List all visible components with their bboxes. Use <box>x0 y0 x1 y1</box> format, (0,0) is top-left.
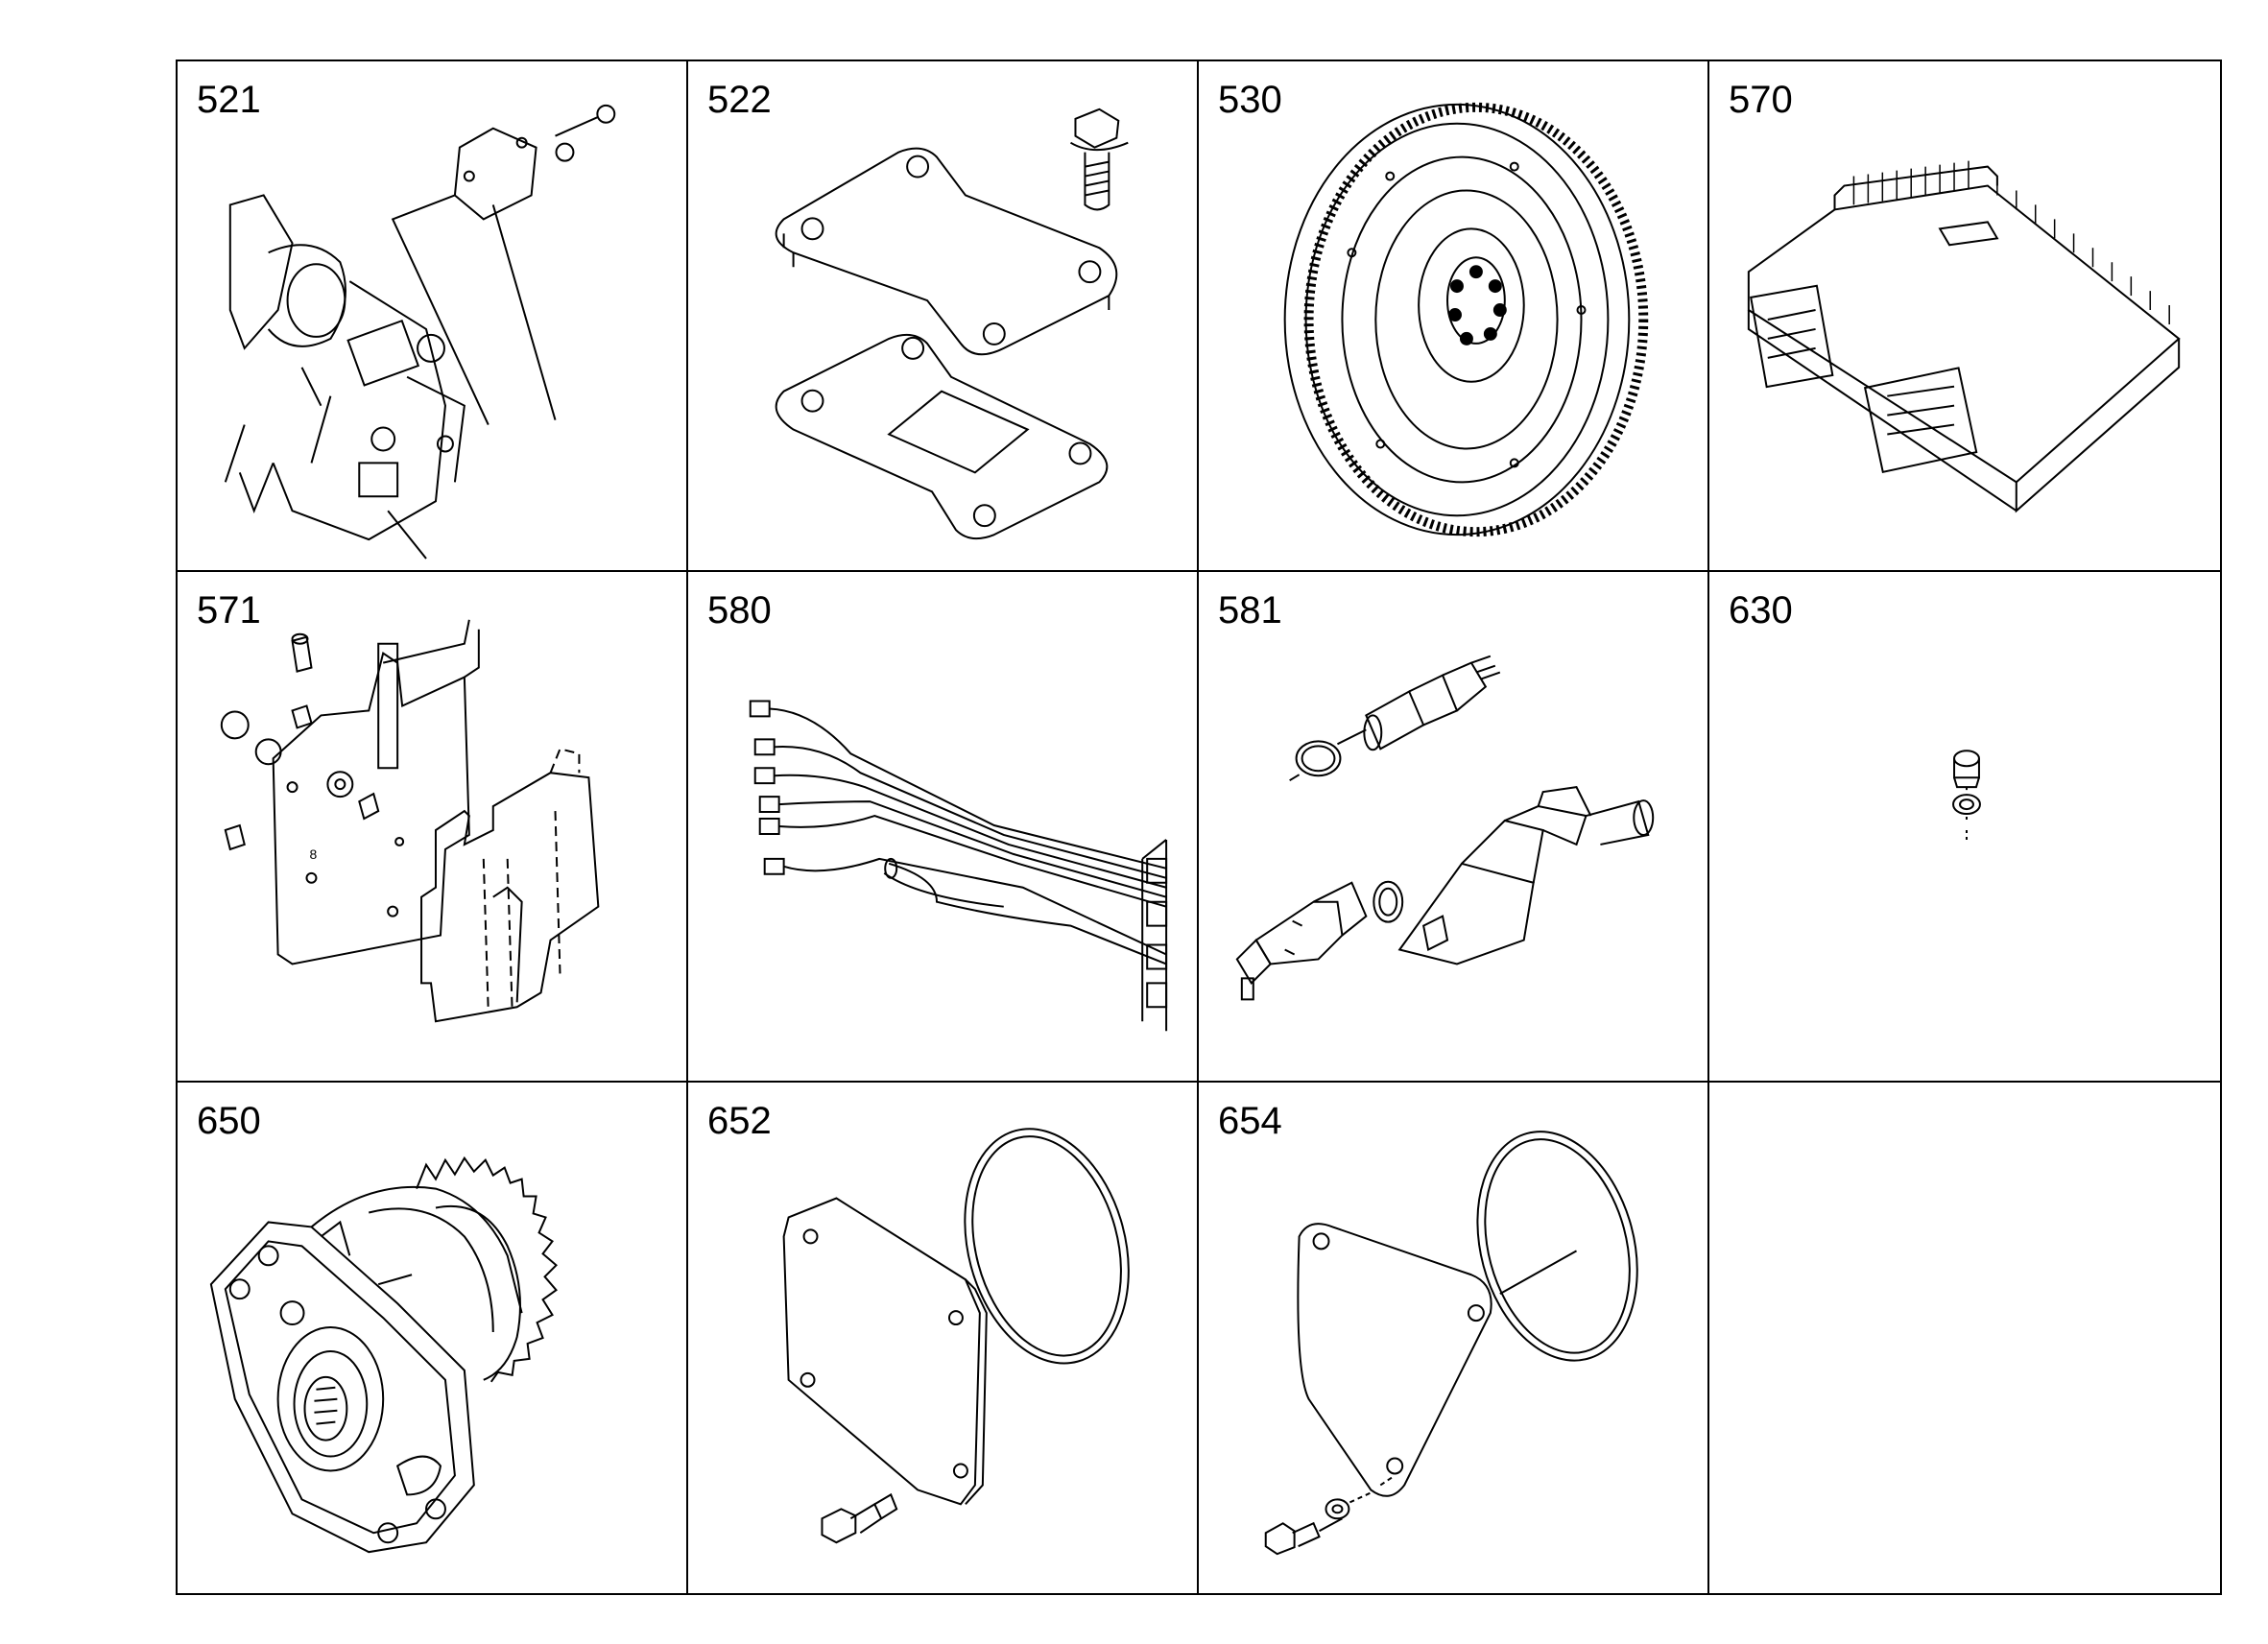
part-number: 580 <box>707 589 772 631</box>
plug-screw-with-washer-icon <box>1709 572 2220 1081</box>
part-number: 650 <box>197 1100 261 1142</box>
cover-plate-with-o-ring-icon <box>688 1083 1197 1593</box>
part-cell-521[interactable]: 521 <box>178 61 688 572</box>
part-number: 530 <box>1218 79 1282 121</box>
part-cell-522[interactable]: 522 <box>688 61 1199 572</box>
part-cell-571[interactable]: 571 8 <box>178 572 688 1083</box>
part-number: 630 <box>1729 589 1793 631</box>
part-number: 581 <box>1218 589 1282 631</box>
svg-text:8: 8 <box>309 846 317 862</box>
gasket-plate-with-bolt-icon <box>688 61 1197 570</box>
mounting-bracket-icon: 8 <box>178 572 686 1081</box>
part-cell-630[interactable]: 630 <box>1709 572 2220 1083</box>
part-cell-650[interactable]: 650 <box>178 1083 688 1593</box>
part-cell-581[interactable]: 581 <box>1199 572 1709 1083</box>
electronic-control-unit-icon <box>1709 61 2220 570</box>
pump-with-gear-icon <box>178 1083 686 1593</box>
parts-grid: 521 522 <box>176 60 2222 1595</box>
part-cell-652[interactable]: 652 <box>688 1083 1199 1593</box>
wiring-harness-icon <box>688 572 1197 1081</box>
cover-with-o-ring-and-bolt-icon <box>1199 1083 1707 1593</box>
part-number: 522 <box>707 79 772 121</box>
part-cell-530[interactable]: 530 <box>1199 61 1709 572</box>
cover-plate-on-housing-icon <box>178 61 686 570</box>
part-number: 652 <box>707 1100 772 1142</box>
part-cell-580[interactable]: 580 <box>688 572 1199 1083</box>
part-number: 654 <box>1218 1100 1282 1142</box>
part-number: 571 <box>197 589 261 631</box>
part-cell-570[interactable]: 570 <box>1709 61 2220 572</box>
part-cell-empty <box>1709 1083 2220 1593</box>
part-number: 521 <box>197 79 261 121</box>
flywheel-icon <box>1199 61 1707 570</box>
sensors-icon <box>1199 572 1707 1081</box>
part-cell-654[interactable]: 654 <box>1199 1083 1709 1593</box>
part-number: 570 <box>1729 79 1793 121</box>
